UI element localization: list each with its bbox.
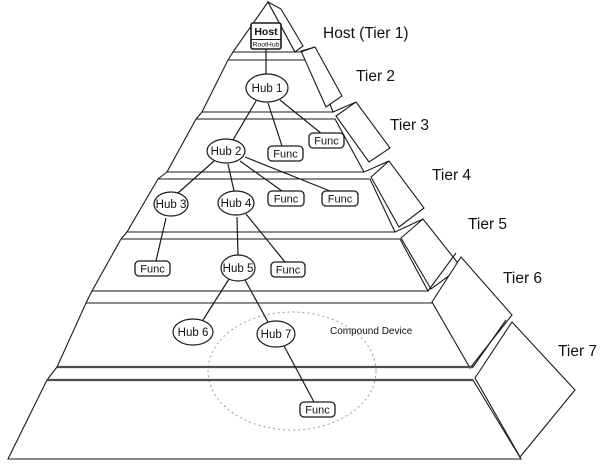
hub6-node	[172, 318, 214, 346]
tier3-step-connector	[332, 101, 357, 113]
tier7-step-connector	[472, 319, 507, 368]
tier7-band-lines	[47, 365, 473, 382]
func1-label: Func	[273, 149, 298, 161]
func2-node	[308, 132, 345, 149]
hub7-label: Hub 7	[261, 329, 292, 341]
hub5-label: Hub 5	[223, 263, 254, 275]
func7-label: Func	[305, 405, 330, 417]
tier4-step	[370, 160, 425, 228]
tier7-left-jog	[46, 366, 58, 381]
func5-label: Func	[140, 264, 165, 276]
tier3-step	[335, 101, 391, 163]
compound-device-outline	[207, 311, 377, 431]
edge-hub1-func2	[279, 99, 323, 135]
edge-hub2-hub3	[177, 160, 215, 194]
edge-hub2-hub4	[227, 163, 235, 192]
func2-label: Func	[314, 136, 339, 148]
func3-node	[267, 190, 305, 207]
host-node: Host RootHub	[250, 22, 282, 50]
tier6-left-jog	[85, 290, 93, 304]
func6-node	[270, 261, 306, 278]
tier-label-6: Tier 6	[503, 270, 542, 287]
hub5-node	[220, 254, 256, 282]
edge-hub4-func6	[245, 213, 286, 263]
tier4-step-connector	[363, 160, 390, 173]
tier5-step-connector	[394, 218, 424, 233]
edge-hub2-func4	[244, 156, 331, 192]
tier1-triangle-side	[266, 0, 304, 53]
edge-hub3-func5	[155, 217, 167, 262]
tier-label-2: Tier 2	[356, 68, 395, 85]
tier-steps	[300, 46, 576, 458]
hub3-node	[153, 191, 189, 217]
host-label: Host	[254, 26, 278, 38]
edge-hub7-func7	[282, 343, 315, 403]
connections	[155, 49, 331, 403]
edge-hub1-func1	[267, 102, 283, 147]
edge-hub5-hub6	[202, 278, 230, 321]
tier-label-3: Tier 3	[390, 117, 429, 134]
hub-nodes: Hub 1 Hub 2 Hub 3 Hub 4 Hub 5 Hub 6 Hub …	[153, 73, 296, 348]
func4-node	[321, 190, 359, 207]
edge-hub5-hub7	[244, 279, 269, 323]
tier7-face	[7, 379, 522, 460]
func7-node	[299, 401, 336, 418]
tier6-step	[431, 256, 513, 369]
func4-label: Func	[328, 194, 353, 206]
tier2-left-jog	[227, 51, 234, 61]
compound-device-label: Compound Device	[330, 326, 413, 337]
hub1-label: Hub 1	[252, 83, 283, 95]
func6-label: Func	[276, 265, 301, 277]
hub4-node	[217, 190, 255, 216]
function-nodes: Func Func Func Func Func Func Func	[134, 132, 359, 418]
host-box	[250, 22, 282, 50]
roothub-label: RootHub	[253, 42, 280, 49]
tier-label-7: Tier 7	[558, 343, 597, 360]
func1-node	[267, 145, 304, 162]
tier-label-1: Host (Tier 1)	[323, 25, 409, 42]
tier7-step	[474, 321, 576, 458]
tier-label-5: Tier 5	[468, 216, 507, 233]
func3-label: Func	[274, 194, 299, 206]
edge-hub4-hub5	[236, 216, 239, 256]
hub1-node	[245, 73, 289, 103]
tier2-top-edge	[233, 46, 316, 53]
hub7-node	[256, 320, 296, 348]
tier-labels: Host (Tier 1) Tier 2 Tier 3 Tier 4 Tier …	[323, 25, 597, 360]
pyramid-faces	[7, 0, 522, 460]
hub4-label: Hub 4	[221, 198, 252, 210]
hub6-label: Hub 6	[178, 327, 209, 339]
hub2-node	[206, 138, 246, 164]
tier3-left-jog	[195, 111, 203, 120]
hub3-label: Hub 3	[156, 199, 187, 211]
slab-edges	[46, 46, 507, 381]
tier5-left-jog	[120, 231, 128, 240]
edge-hub1-hub2	[232, 100, 257, 141]
tier4-left-jog	[157, 171, 168, 180]
hub2-label: Hub 2	[211, 146, 242, 158]
tier6-step-connector	[427, 252, 457, 292]
func5-node	[134, 260, 171, 277]
edge-hub2-func3	[239, 160, 283, 192]
tier-label-4: Tier 4	[432, 167, 471, 184]
